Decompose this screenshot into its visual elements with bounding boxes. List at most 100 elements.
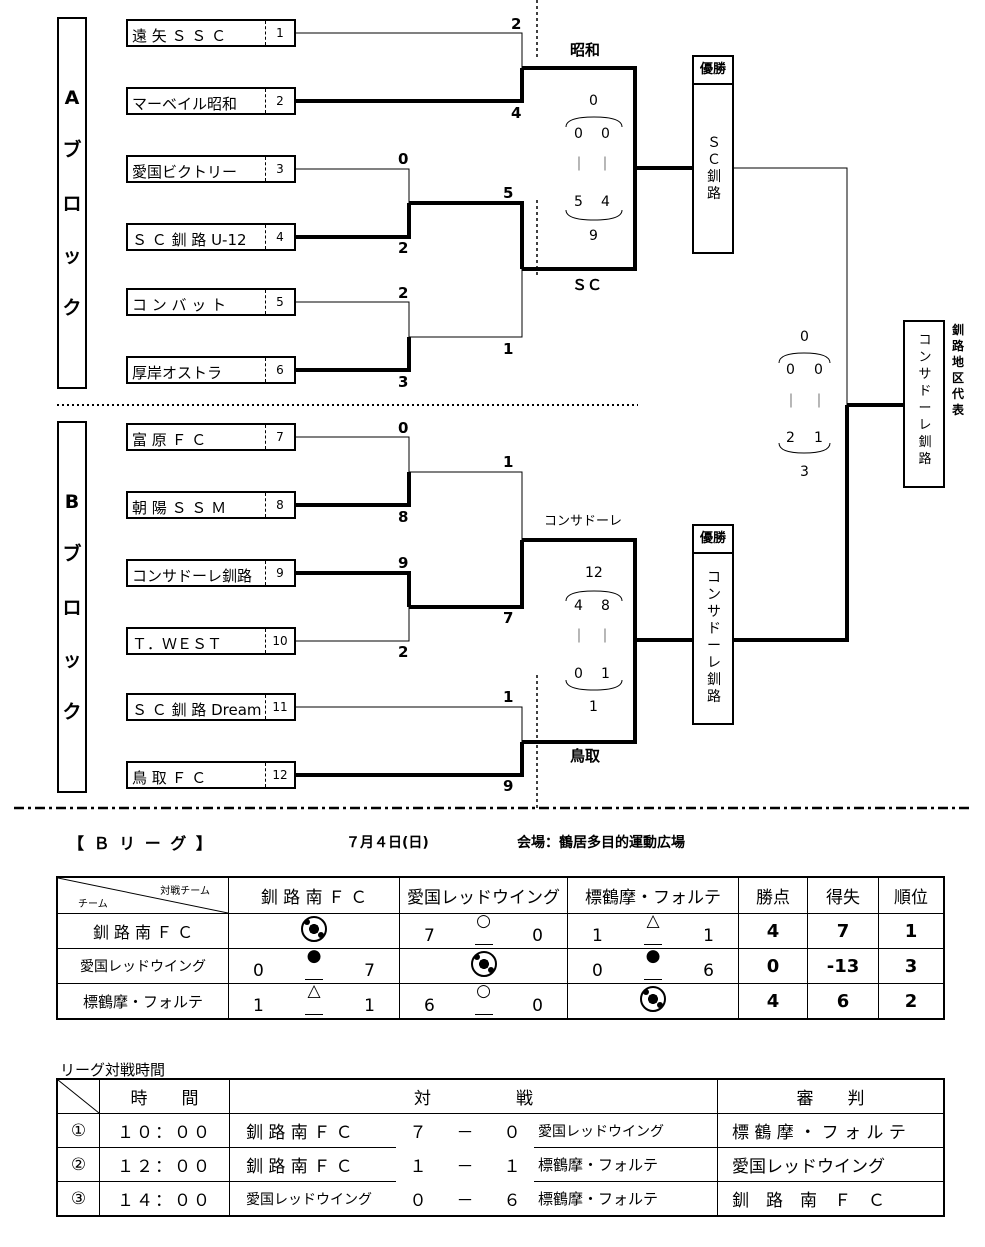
points-cell: 4 [738, 913, 808, 949]
result-right: 6 [703, 961, 714, 981]
header-points: 勝点 [738, 876, 808, 914]
diagonal-line [58, 1080, 99, 1113]
result-right: 7 [364, 961, 375, 981]
block-b-char-2: ブ [62, 543, 82, 565]
team-name: 遠 矢 Ｓ Ｓ Ｃ [132, 27, 227, 45]
block-a-box: A ブ ロ ッ ク [57, 17, 87, 389]
result-cell: 6○0 [399, 981, 568, 1020]
semi-b-total-top: 12 [585, 565, 603, 581]
block-a-char-1: A [64, 87, 80, 109]
schedule-time: １２：００ [99, 1147, 230, 1182]
team-number: 10 [265, 629, 294, 653]
schedule-dash: － [456, 1123, 474, 1144]
league-row: 標鶴摩・フォルテ 1△1 6○0 4 6 2 [56, 981, 945, 1020]
corner-cell: 対戦チーム チーム [56, 876, 229, 914]
team-number: 7 [265, 425, 294, 449]
schedule-home-score: ７ [409, 1123, 427, 1144]
winner-name: ＳＣ釧路 [707, 135, 721, 202]
semi-a-pk-1: 0 [574, 126, 583, 142]
score-m4-bot: 1 [503, 340, 514, 358]
team-number: 11 [265, 695, 294, 719]
schedule-header-time: 時 間 [99, 1078, 230, 1114]
final-pk-4: ｜ [812, 394, 826, 410]
score-m4-top: 5 [503, 184, 514, 202]
team-name: コ ン バ ッ ト [132, 296, 227, 314]
semi-b-bot-label: 鳥取 [570, 747, 601, 765]
league-date: ７月４日(日) [346, 835, 429, 851]
result-dash [474, 944, 493, 945]
header-team-3: 標鶴摩・フォルテ [567, 876, 739, 914]
schedule-home: 釧 路 南 Ｆ Ｃ [229, 1113, 396, 1148]
result-dash [644, 979, 662, 980]
soccer-ball-icon [470, 950, 497, 977]
team-number: 5 [265, 290, 294, 314]
schedule-away: 愛国レッドウイング [534, 1113, 718, 1148]
league-venue: 会場：鶴居多目的運動広場 [517, 835, 685, 851]
result-left: 0 [592, 961, 603, 981]
bracket-lines [14, 0, 970, 810]
team-name: Ｓ Ｃ 釧 路 Dream [132, 701, 262, 719]
score-m3-top: 2 [398, 284, 409, 302]
block-a-char-2: ブ [62, 139, 82, 161]
score-m1-top: 2 [511, 15, 522, 33]
schedule-header-row: 時 間 対 戦 審 判 [56, 1078, 945, 1114]
schedule-header-match: 対 戦 [229, 1078, 718, 1114]
final-pk-5: 2 [786, 430, 795, 446]
score-m3-bot: 3 [398, 373, 409, 391]
score-m6-top: 9 [398, 554, 409, 572]
champion-box: コンサドーレ釧路 [903, 320, 945, 488]
schedule-no: ③ [56, 1181, 100, 1217]
schedule-time: １４：００ [99, 1181, 230, 1217]
semi-a-total-top: 0 [589, 93, 598, 109]
score-m5-top: 0 [398, 419, 409, 437]
schedule-corner [56, 1078, 100, 1114]
block-b-char-1: B [64, 491, 80, 513]
score-m1-bot: 4 [511, 104, 522, 122]
schedule-away: 標鶴摩・フォルテ [534, 1181, 718, 1217]
team-number: 1 [265, 21, 294, 45]
schedule-home-score: ０ [409, 1190, 427, 1211]
district-rep-label: 釧路地区代表 [952, 323, 965, 417]
winner-box-b: 優勝 コンサドーレ釧路 [692, 524, 734, 725]
soccer-ball-icon [640, 985, 666, 1012]
block-a-char-3: ロ [62, 193, 82, 215]
final-pk-2: 0 [814, 362, 823, 378]
semi-b-pk-2: 8 [601, 598, 610, 614]
semi-b-pk-3: ｜ [572, 629, 586, 645]
result-mark: ● [306, 946, 322, 966]
schedule-ref: 標 鶴 摩 ・ フ ォ ル テ [717, 1113, 945, 1148]
result-left: 1 [592, 926, 603, 946]
semi-a-total-bot: 9 [589, 228, 598, 244]
self-cell [567, 983, 739, 1020]
rank-cell: 1 [878, 913, 945, 949]
semi-b-pk-1: 4 [574, 598, 583, 614]
diff-cell: -13 [807, 948, 879, 984]
winner-title: 優勝 [694, 526, 732, 554]
schedule-away: 標鶴摩・フォルテ [534, 1147, 718, 1182]
schedule-dash: － [456, 1190, 474, 1211]
team-name: マーベイル昭和 [132, 95, 238, 113]
schedule-home-score: １ [409, 1157, 427, 1177]
semi-b-pk-5: 0 [574, 666, 583, 682]
final-pk-3: ｜ [784, 394, 798, 410]
block-b-char-5: ク [62, 701, 82, 723]
semi-a-pk-4: ｜ [598, 157, 612, 173]
league-header-row: 対戦チーム チーム 釧 路 南 Ｆ Ｃ 愛国レッドウイング 標鶴摩・フォルテ 勝… [56, 876, 945, 914]
score-m7-top: 1 [503, 688, 514, 706]
schedule-dash: － [456, 1157, 474, 1177]
schedule-away-score: ０ [503, 1123, 521, 1144]
result-mark: ○ [476, 981, 491, 1001]
team-number: 9 [265, 561, 294, 585]
result-mark: △ [307, 981, 321, 1001]
schedule-away-score: ６ [503, 1190, 521, 1211]
schedule-row: ② １２：００ 釧 路 南 Ｆ Ｃ １ － １ 標鶴摩・フォルテ 愛国レッドウイ… [56, 1147, 945, 1182]
header-rank: 順位 [878, 876, 945, 914]
score-m2-bot: 2 [398, 239, 409, 257]
score-m6-bot: 2 [398, 643, 409, 661]
final-total-bot: 3 [800, 464, 809, 480]
